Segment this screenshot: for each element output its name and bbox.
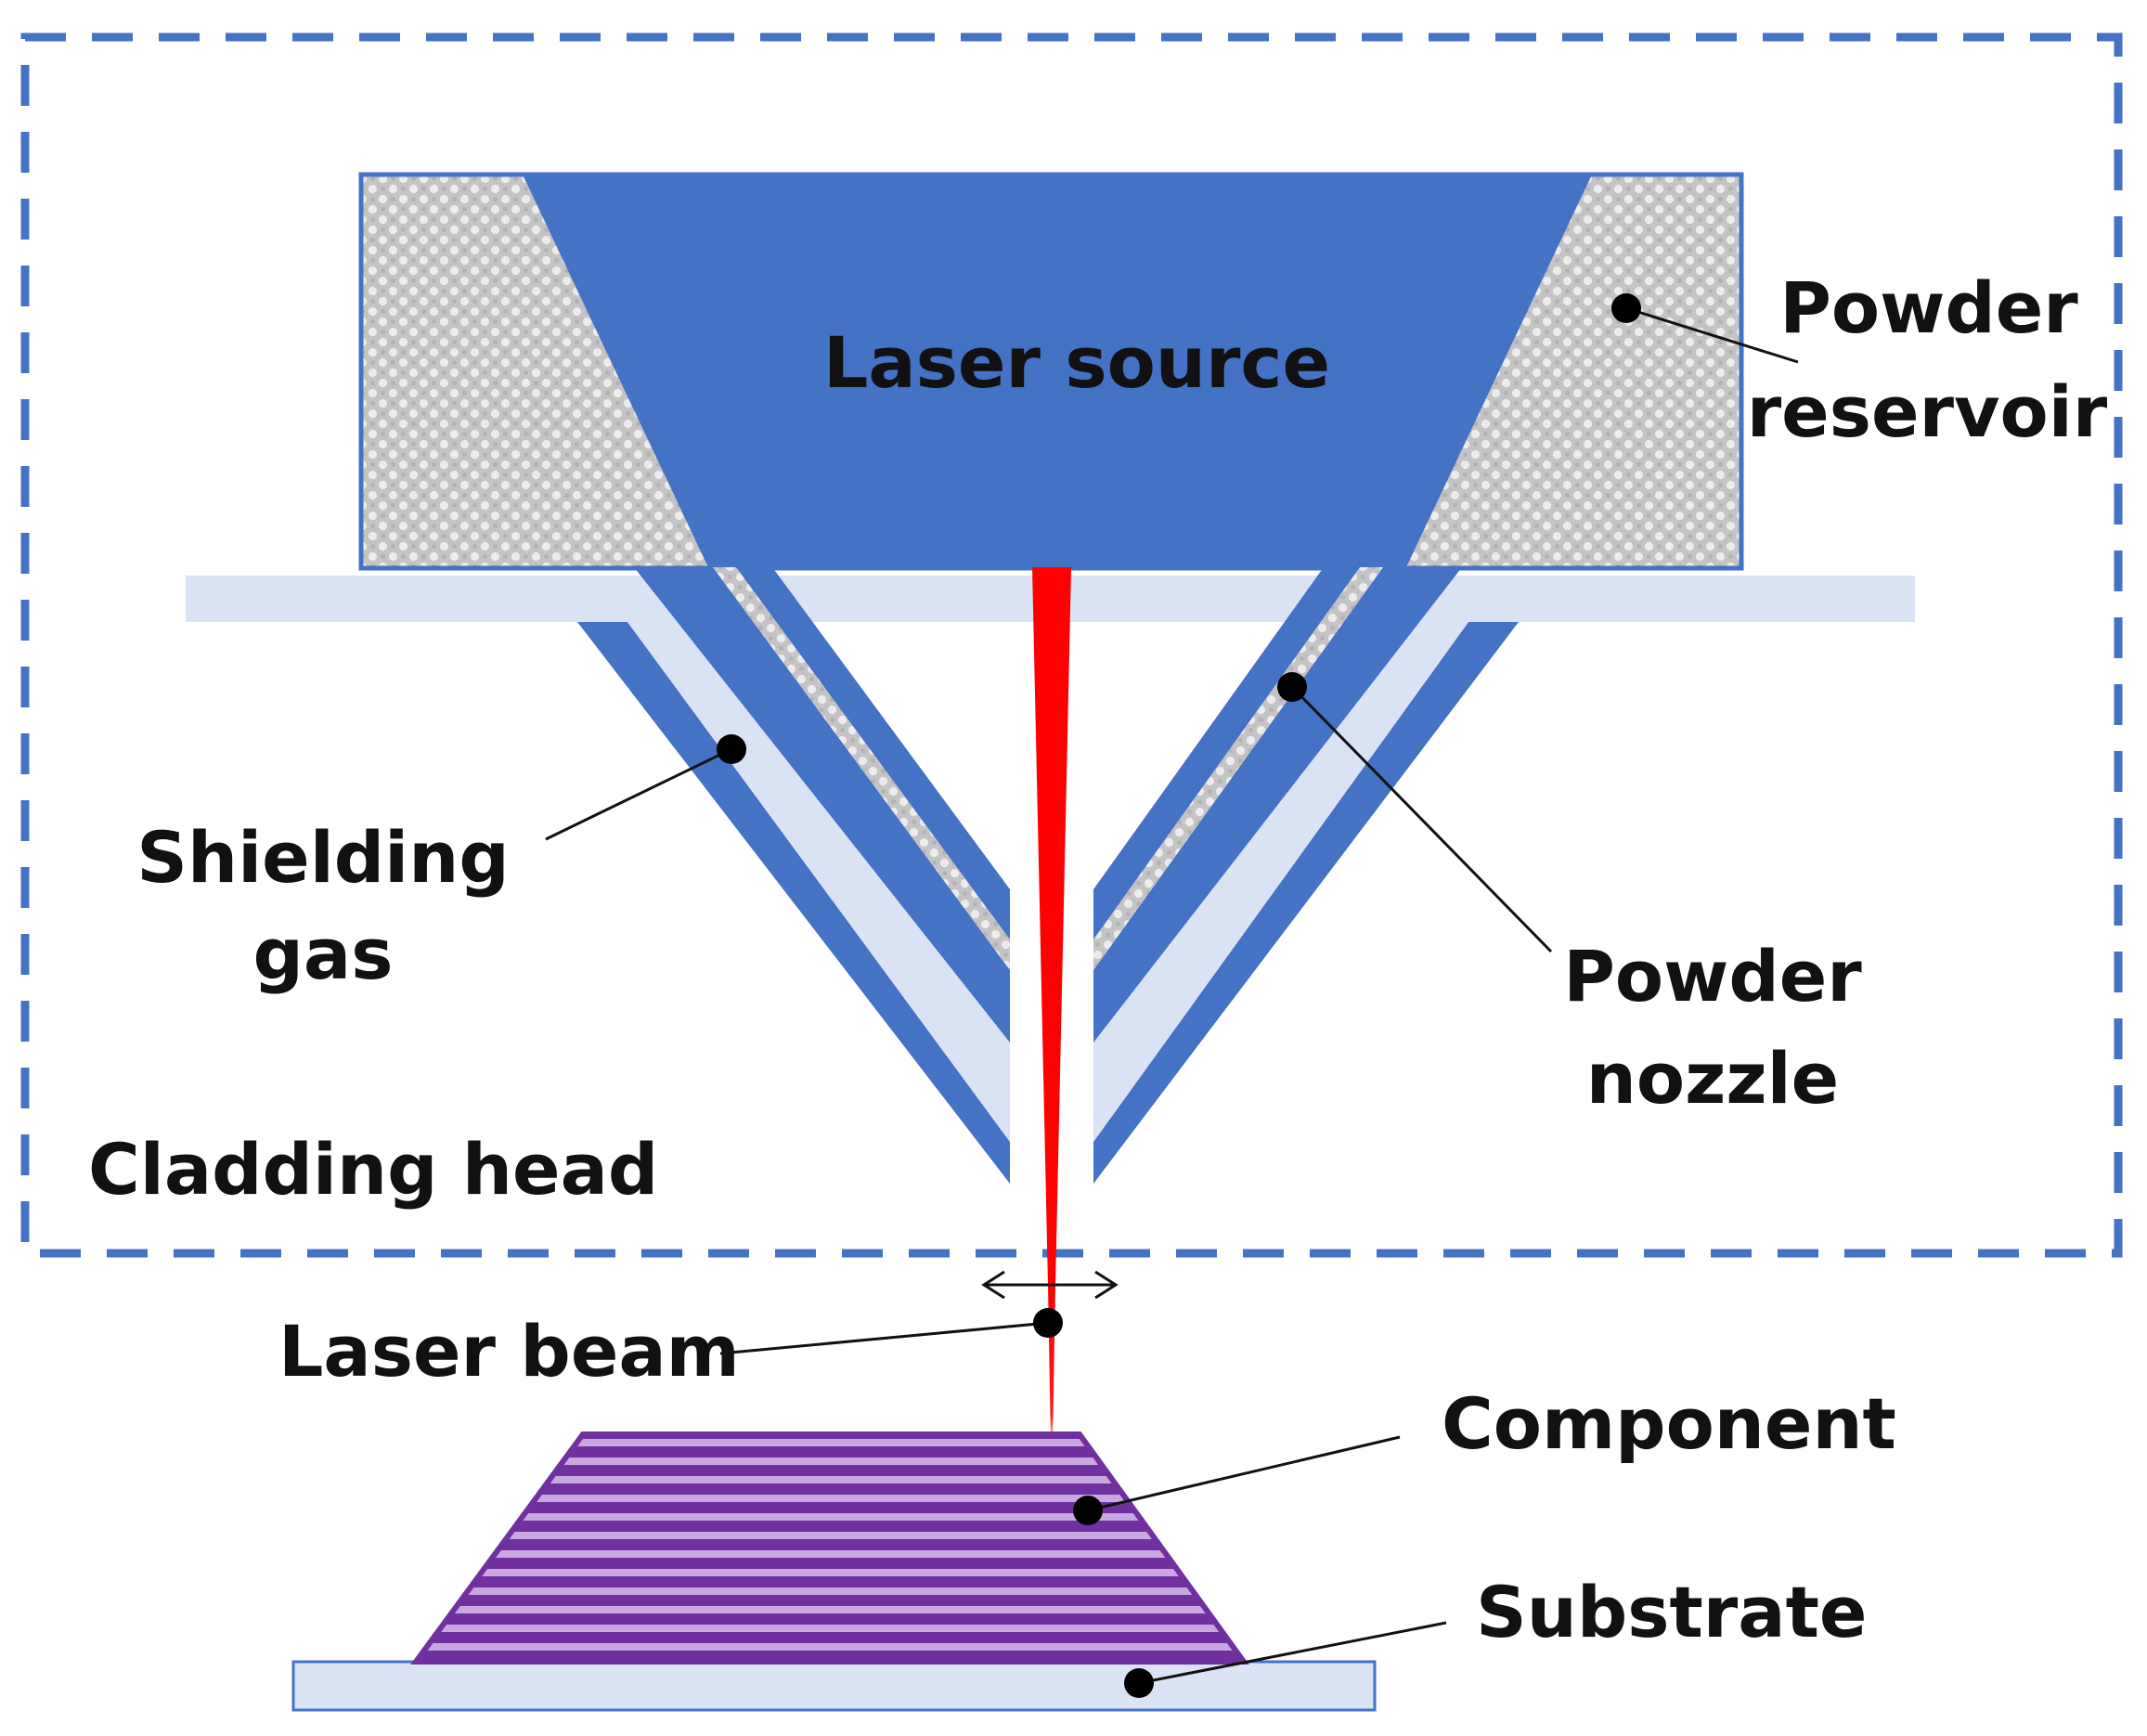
left-nozzle <box>577 567 1010 1184</box>
left-innermost-wall <box>736 567 1010 939</box>
dot-marker-icon <box>1277 672 1307 702</box>
dot-marker-icon <box>1124 1668 1154 1698</box>
leader-substrate <box>1124 1621 1447 1698</box>
left-powder-channel <box>713 567 1010 970</box>
laser-beam <box>1032 567 1071 1286</box>
right-inner-wall <box>1093 567 1462 1043</box>
dot-marker-icon <box>1611 293 1641 323</box>
right-innermost-wall <box>1093 567 1360 939</box>
right-outer-wall <box>1093 622 1519 1184</box>
label-shielding-gas-2: gas <box>253 913 394 995</box>
cladding-head-frame <box>20 32 2123 1258</box>
right-powder-channel <box>1093 567 1383 970</box>
label-powder-reservoir-1: Powder <box>1779 266 2078 349</box>
label-powder-reservoir-2: reservoir <box>1747 370 2108 453</box>
label-powder-nozzle-1: Powder <box>1563 935 1862 1017</box>
leader-component <box>1073 1435 1401 1525</box>
left-outer-wall <box>577 622 1010 1184</box>
leader-shielding-gas <box>545 734 746 841</box>
left-inner-wall <box>634 567 1010 1043</box>
label-laser-beam: Laser beam <box>278 1310 740 1393</box>
substrate <box>291 1660 1377 1712</box>
label-component: Component <box>1442 1382 1896 1465</box>
double-arrow-icon <box>981 1270 1119 1300</box>
laser-source <box>523 175 1592 567</box>
leader-reservoir <box>1611 293 1799 364</box>
right-nozzle <box>1093 567 1519 1184</box>
label-powder-nozzle-2: nozzle <box>1586 1037 1839 1120</box>
component <box>410 1432 1249 1665</box>
label-cladding-head: Cladding head <box>88 1128 658 1211</box>
dot-marker-icon <box>717 734 746 764</box>
label-substrate: Substrate <box>1476 1571 1867 1653</box>
label-shielding-gas-1: Shielding <box>136 816 509 899</box>
leader-powder-nozzle <box>1277 672 1553 953</box>
dot-marker-icon <box>1073 1496 1103 1525</box>
dot-marker-icon <box>1033 1308 1063 1338</box>
label-laser-source: Laser source <box>823 321 1330 404</box>
leader-laser-beam <box>719 1308 1063 1355</box>
